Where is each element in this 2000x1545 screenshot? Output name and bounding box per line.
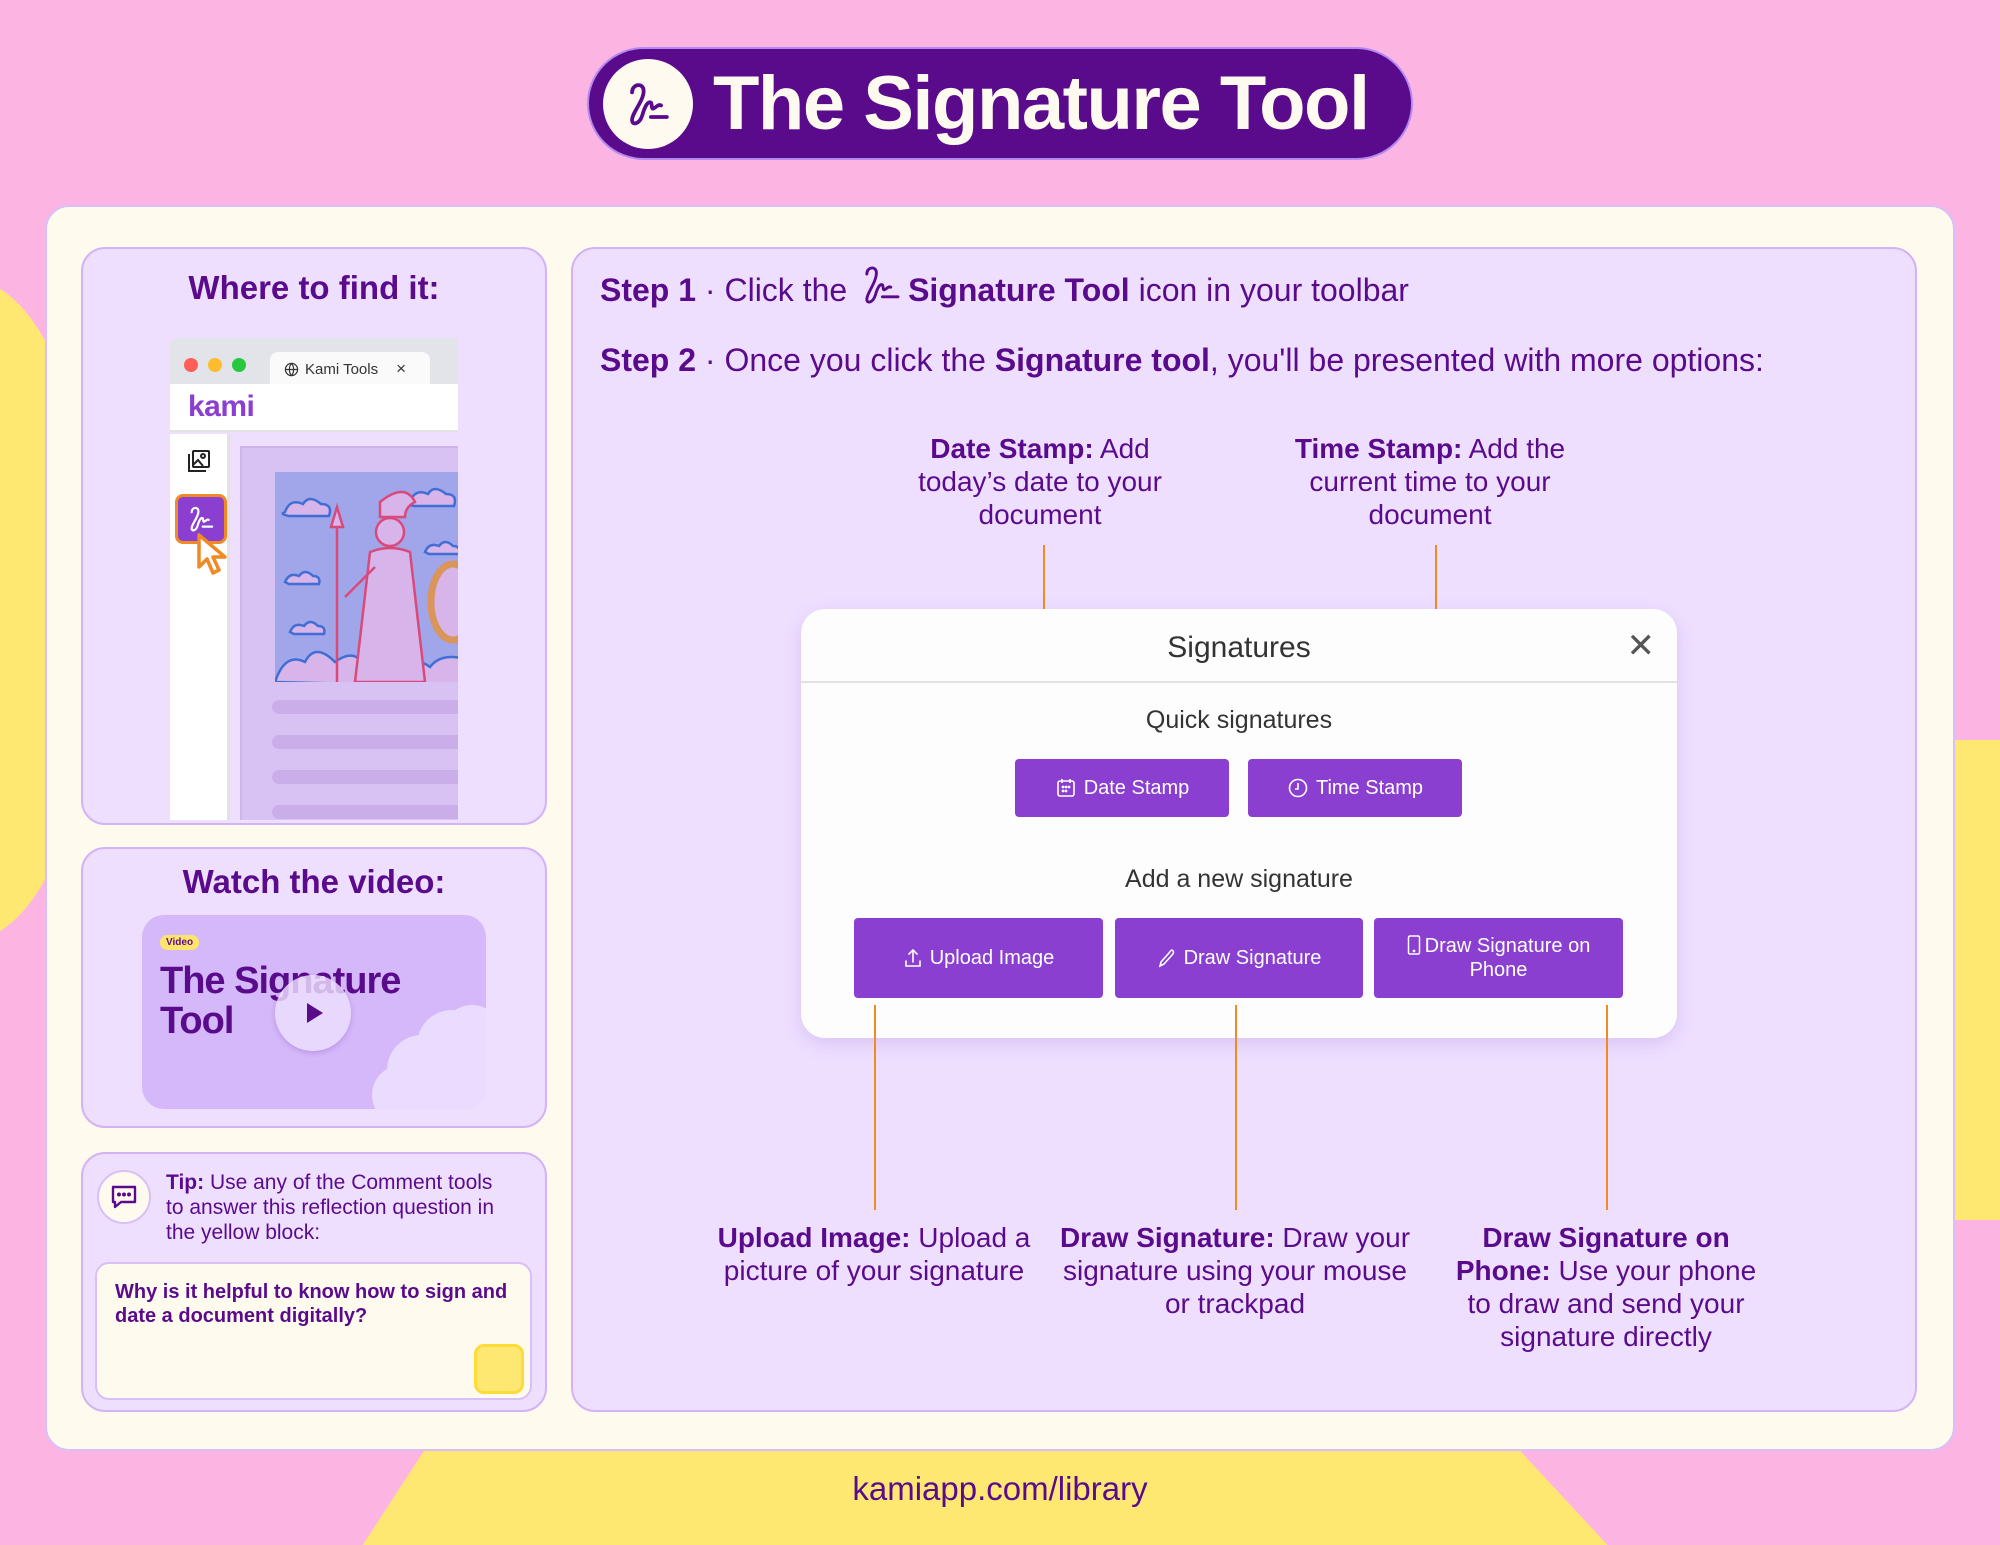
close-icon[interactable]: ✕ <box>1626 627 1656 665</box>
signature-icon <box>190 506 214 532</box>
draw-on-phone-text: Draw Signature on Phone <box>1424 935 1591 981</box>
document-text-line <box>272 770 458 784</box>
upload-image-button[interactable]: Upload Image <box>854 918 1103 998</box>
annotation-time-stamp: Time Stamp: Add the current time to your… <box>1280 432 1580 531</box>
video-title-line2: Tool <box>160 1000 234 1042</box>
background-blob-bottom <box>340 1440 1640 1545</box>
leader-line-draw-on-phone <box>1606 1005 1608 1210</box>
comment-icon <box>97 1170 151 1224</box>
step-1-text-after: icon in your toolbar <box>1129 271 1409 308</box>
date-stamp-button[interactable]: Date Stamp <box>1015 759 1229 817</box>
step-1-bold: Signature Tool <box>908 271 1130 308</box>
document-preview <box>240 446 458 820</box>
tab-label: Kami Tools <box>305 360 379 378</box>
signature-icon <box>603 58 693 149</box>
clock-icon <box>1288 778 1308 798</box>
annotation-upload-image: Upload Image: Upload a picture of your s… <box>714 1221 1034 1287</box>
time-stamp-label: Time Stamp <box>1315 777 1424 799</box>
upload-image-label: Upload Image <box>929 947 1055 969</box>
close-dot-icon <box>184 358 198 372</box>
annotation-title: Draw Signature on Phone: <box>1455 1222 1730 1286</box>
annotation-draw-on-phone: Draw Signature on Phone: Use your phone … <box>1446 1221 1766 1353</box>
image-tool-icon <box>188 450 210 472</box>
annotation-body: Upload a picture of your signature <box>723 1222 1031 1286</box>
annotation-body: Add the current time to your document <box>1309 433 1566 530</box>
annotation-title: Draw Signature: <box>1059 1222 1275 1253</box>
tip-label: Tip: <box>166 1171 205 1194</box>
cloud-decoration <box>442 1005 486 1065</box>
footer-link[interactable]: kamiapp.com/library <box>852 1470 1148 1507</box>
document-text-line <box>272 700 458 714</box>
leader-line-upload-image <box>874 1005 876 1210</box>
browser-titlebar: Kami Tools × <box>170 338 458 386</box>
reflection-question-box: Why is it helpful to know how to sign an… <box>95 1262 532 1400</box>
annotation-title: Date Stamp: <box>930 433 1094 464</box>
browser-sidebar <box>170 434 230 820</box>
video-badge: Video <box>160 935 200 950</box>
upload-icon <box>904 948 921 967</box>
reflection-question: Why is it helpful to know how to sign an… <box>115 1281 508 1327</box>
title-banner: The Signature Tool <box>587 47 1413 160</box>
dialog-divider <box>801 681 1677 683</box>
globe-icon <box>284 362 299 376</box>
annotation-draw-signature: Draw Signature: Draw your signature usin… <box>1050 1221 1420 1320</box>
browser-toolbar: kami <box>170 384 458 432</box>
tip-body: Use any of the Comment tools to answer t… <box>166 1171 495 1244</box>
tip-text: Tip: Use any of the Comment tools to ans… <box>166 1170 496 1245</box>
quick-signatures-heading: Quick signatures <box>1145 706 1333 734</box>
annotation-date-stamp: Date Stamp: Add today’s date to your doc… <box>890 432 1190 531</box>
cursor-arrow-icon <box>197 533 227 575</box>
add-new-signature-heading: Add a new signature <box>1125 865 1353 893</box>
step-1-label: Step 1 <box>600 271 697 308</box>
video-heading: Watch the video: <box>182 863 446 900</box>
step-1-text-before: Click the <box>724 271 857 308</box>
browser-illustration: Kami Tools × kami <box>170 338 458 820</box>
where-heading: Where to find it: <box>188 269 440 306</box>
draw-signature-label: Draw Signature <box>1183 947 1322 969</box>
document-text-line <box>272 805 458 819</box>
leader-line-draw-signature <box>1235 1005 1237 1210</box>
page-title: The Signature Tool <box>713 61 1370 146</box>
draw-signature-button[interactable]: Draw Signature <box>1115 918 1363 998</box>
dialog-title: Signatures <box>1167 631 1311 664</box>
kami-logo: kami <box>188 390 255 423</box>
signature-icon <box>865 266 900 304</box>
date-stamp-label: Date Stamp <box>1083 777 1190 799</box>
step-1: Step 1 · Click the Signature Tool icon i… <box>600 266 1409 310</box>
maximize-dot-icon <box>232 358 246 372</box>
athena-illustration <box>275 472 458 682</box>
draw-on-phone-label: Draw Signature on Phone <box>1404 934 1593 982</box>
play-button[interactable] <box>275 975 351 1051</box>
annotation-body: Add today’s date to your document <box>918 433 1162 530</box>
step-2-label: Step 2 <box>600 342 697 378</box>
step-2: Step 2 · Once you click the Signature to… <box>600 342 1764 379</box>
step-2-bold: Signature tool <box>994 342 1210 378</box>
document-text-line <box>272 735 458 749</box>
video-thumbnail[interactable]: Video The Signature Tool <box>142 915 486 1109</box>
annotation-title: Time Stamp: <box>1294 433 1463 464</box>
play-icon <box>307 1003 323 1023</box>
time-stamp-button[interactable]: Time Stamp <box>1248 759 1462 817</box>
step-separator: · <box>696 271 725 308</box>
yellow-answer-block[interactable] <box>474 1344 524 1394</box>
annotation-body: Draw your signature using your mouse or … <box>1063 1222 1411 1319</box>
tab-close-icon: × <box>396 359 407 378</box>
minimize-dot-icon <box>208 358 222 372</box>
calendar-icon <box>1056 779 1075 797</box>
pen-icon <box>1158 949 1174 968</box>
step-separator: · <box>696 342 725 378</box>
step-2-text-after: , you'll be presented with more options: <box>1209 342 1764 378</box>
phone-icon <box>1407 935 1420 955</box>
annotation-body: Use your phone to draw and send your sig… <box>1467 1255 1757 1352</box>
annotation-title: Upload Image: <box>717 1222 911 1253</box>
step-2-text-before: Once you click the <box>724 342 995 378</box>
draw-signature-phone-button[interactable]: Draw Signature on Phone <box>1374 918 1623 998</box>
browser-tab: Kami Tools × <box>270 352 430 386</box>
